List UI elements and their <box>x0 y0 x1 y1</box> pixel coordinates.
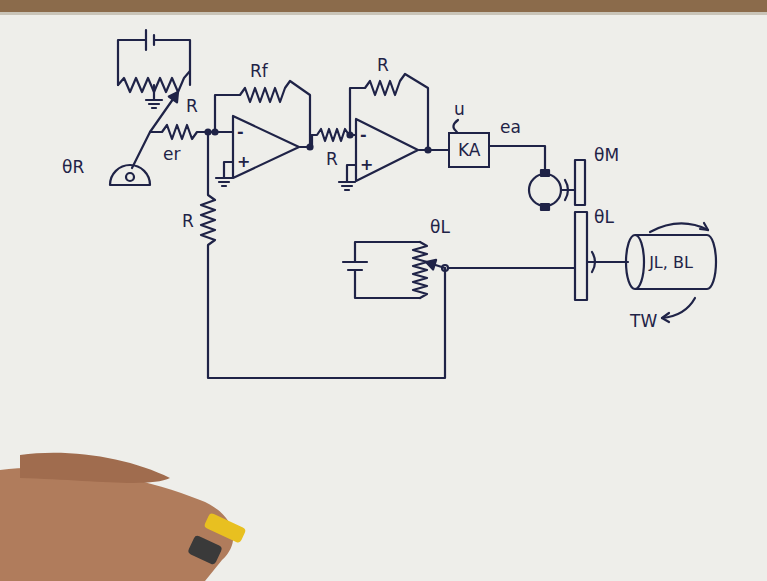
feedback-path <box>201 132 445 378</box>
reference-potentiometer <box>169 92 178 102</box>
voltage-label: er <box>163 145 180 163</box>
gear-train <box>575 160 585 205</box>
motor-symbol <box>529 174 561 206</box>
board-frame <box>0 0 767 12</box>
reference-potentiometer <box>132 132 150 168</box>
input-resistor <box>150 125 232 139</box>
angle-label: θL <box>594 208 614 226</box>
terminal-sign: + <box>360 156 424 174</box>
feedback-resistor <box>348 133 353 138</box>
presenter-hand <box>0 468 233 581</box>
op-amp: -+ <box>232 115 300 179</box>
cylinder-outline <box>626 235 644 289</box>
angle-label: θL <box>430 218 450 236</box>
terminal-sign: - <box>237 123 305 141</box>
feedback-resistor <box>215 81 310 147</box>
op-amp: -+ <box>355 118 419 182</box>
torque-arrow <box>700 223 708 230</box>
motor-symbol <box>565 180 568 200</box>
torque-arrow <box>650 223 708 322</box>
voltage-label: ea <box>500 118 521 136</box>
gear-train <box>575 212 587 300</box>
presenter-hand <box>187 535 223 566</box>
motor-symbol <box>541 170 549 176</box>
angle-label: θR <box>62 158 84 176</box>
feedback-resistor <box>308 145 313 150</box>
coupling-resistor <box>312 126 355 144</box>
load-label: JL, BL <box>649 253 693 272</box>
signal-label: u <box>452 100 467 118</box>
torque-label: TW <box>630 312 657 330</box>
coupling-resistor <box>312 129 355 141</box>
feedback-path <box>201 130 445 379</box>
angle-label: θM <box>594 146 619 164</box>
presenter-hand <box>203 512 246 543</box>
gear-train <box>587 261 628 263</box>
reference-potentiometer <box>118 30 190 85</box>
feedback-potentiometer <box>413 242 427 298</box>
gear-train <box>575 160 628 300</box>
gear-train <box>592 252 595 272</box>
terminal-sign: - <box>360 126 424 144</box>
reference-potentiometer <box>110 30 190 185</box>
resistor-label: R <box>326 150 338 168</box>
presenter-hand <box>20 453 170 483</box>
wire-connector <box>419 149 448 151</box>
resistor-label: R <box>186 97 198 115</box>
resistor-label: R <box>377 56 389 74</box>
cylinder-outline <box>635 235 716 289</box>
reference-potentiometer <box>126 173 134 181</box>
feedback-path <box>213 130 218 135</box>
resistor-label: Rf <box>250 62 268 80</box>
input-resistor <box>150 125 232 139</box>
feedback-resistor <box>215 81 310 147</box>
presenter-hand <box>0 453 247 581</box>
ground-symbol <box>339 165 355 190</box>
load-inertia: JL, BL <box>625 234 717 290</box>
feedback-potentiometer <box>426 260 436 270</box>
reference-potentiometer <box>146 85 162 108</box>
feedback-resistor <box>308 74 431 153</box>
ground-symbol <box>216 162 232 186</box>
reference-potentiometer <box>150 92 178 132</box>
feedback-resistor <box>350 74 428 150</box>
gain-label: KA <box>458 140 480 160</box>
torque-arrow <box>650 223 708 232</box>
terminal-sign: + <box>237 153 305 171</box>
feedback-potentiometer <box>448 267 575 269</box>
board-frame <box>0 12 767 15</box>
feedback-path <box>206 130 211 135</box>
feedback-resistor <box>426 148 431 153</box>
resistor-label: R <box>182 212 194 230</box>
feedback-potentiometer <box>343 242 420 298</box>
feedback-potentiometer <box>343 242 575 298</box>
motor-symbol <box>541 204 549 210</box>
torque-arrow <box>662 313 669 322</box>
reference-potentiometer <box>110 165 150 185</box>
gain-block: KA <box>448 132 490 168</box>
